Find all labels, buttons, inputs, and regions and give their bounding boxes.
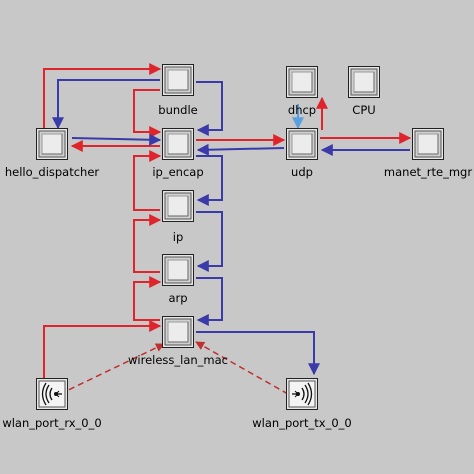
radio-receiver-icon [36,378,68,414]
module-ip[interactable] [162,190,194,222]
stream-bundle-to-hello [52,79,160,130]
stream-ipencap-to-ip [196,155,223,206]
processor-module-icon [286,66,318,102]
module-label-arp: arp [168,291,188,305]
processor-module-icon [162,128,194,164]
stream-mac-to-tx [196,331,320,376]
module-label-udp: udp [291,165,313,179]
processor-module-icon [162,254,194,290]
stream-mac-to-arp [133,276,162,321]
module-label-bundle: bundle [158,103,198,117]
processor-module-icon [162,316,194,352]
module-label-ip: ip [172,230,184,244]
module-wlan-port-tx-0-0[interactable] [286,378,318,410]
stream-hello-to-ipencap [71,133,162,146]
module-label-ip-encap: ip_encap [152,165,204,179]
module-label-dhcp: dhcp [287,103,317,117]
processor-module-icon [36,128,68,164]
stream-arp-to-mac [196,277,223,326]
processor-module-icon [412,128,444,164]
module-hello-dispatcher[interactable] [36,128,68,160]
module-cpu[interactable] [348,66,380,98]
processor-module-icon [162,190,194,226]
stream-udp-to-ipencap [196,143,285,156]
module-label-hello-dispatcher: hello_dispatcher [4,165,100,179]
module-label-manet-rte-mgr: manet_rte_mgr [383,165,473,179]
stream-ip-to-ipencap [133,150,162,211]
stream-rx-to-mac [43,320,162,378]
red-streams [43,63,412,378]
stream-ip-to-arp [196,211,223,272]
module-wireless-lan-mac[interactable] [162,316,194,348]
statwires [59,341,289,395]
module-bundle[interactable] [162,64,194,96]
processor-module-icon [162,64,194,100]
module-udp[interactable] [286,128,318,160]
statwire-tx-to-mac [195,341,289,395]
stream-bundle-right-loop [196,81,223,136]
stream-bundle-to-ipencap [133,89,162,138]
module-wlan-port-rx-0-0[interactable] [36,378,68,410]
module-ip-encap[interactable] [162,128,194,160]
module-label-wireless-lan-mac: wireless_lan_mac [127,353,229,367]
blue-streams [52,79,410,376]
module-dhcp[interactable] [286,66,318,98]
module-label-wlan-port-rx-0-0: wlan_port_rx_0_0 [2,416,102,430]
stream-arp-to-ip [133,214,162,273]
module-arp[interactable] [162,254,194,286]
processor-module-icon [286,128,318,164]
processor-module-icon [348,66,380,102]
statwire-rx-to-mac [59,343,165,395]
module-label-cpu: CPU [352,103,376,117]
module-manet-rte-mgr[interactable] [412,128,444,160]
stream-hello-to-bundle [43,63,162,128]
module-label-wlan-port-tx-0-0: wlan_port_tx_0_0 [252,416,352,430]
radio-transmitter-icon [286,378,318,414]
